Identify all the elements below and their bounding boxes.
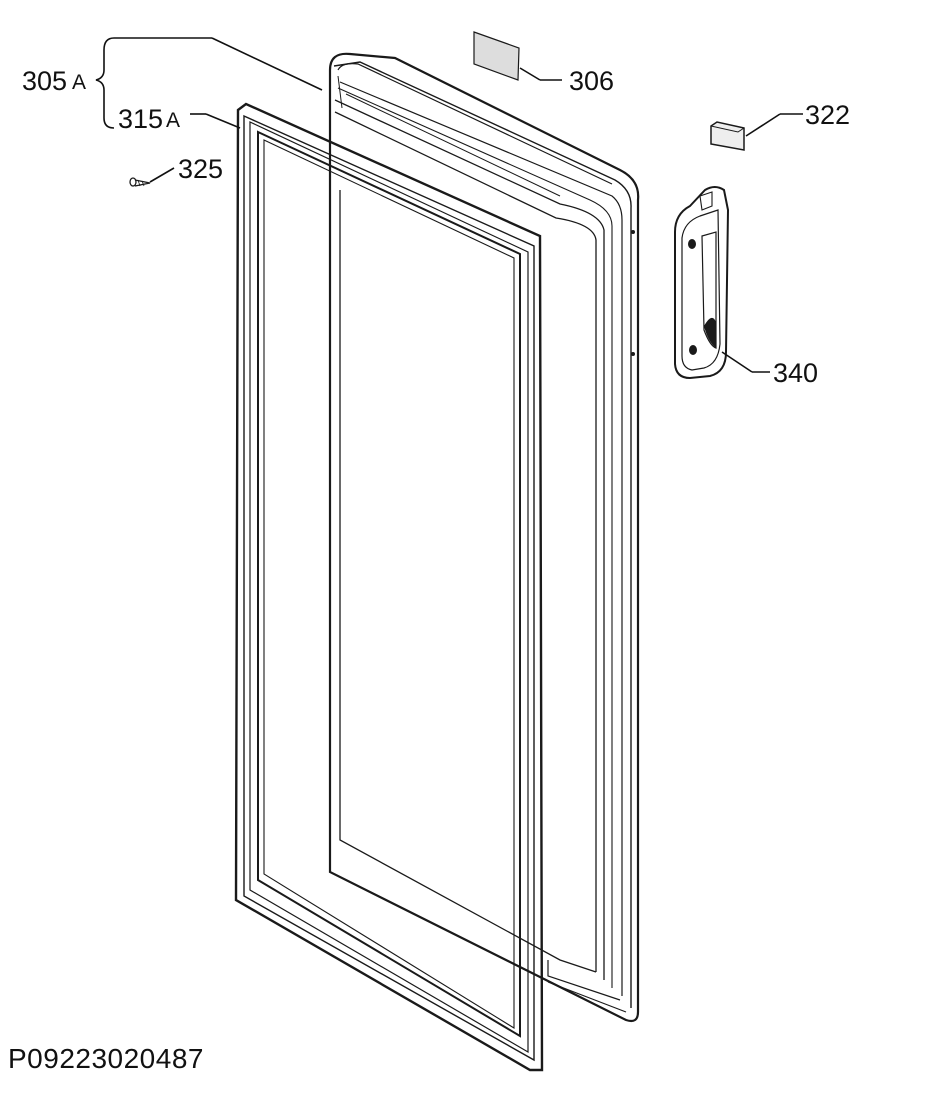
end-cap <box>710 113 803 151</box>
door-panel <box>328 52 640 1023</box>
label-325: 325 <box>178 154 223 184</box>
part-labels: 305 A 315 A 306 322 325 340 <box>22 66 850 388</box>
label-315a-main: 315 <box>118 104 163 134</box>
label-305a-suffix: A <box>72 71 86 94</box>
label-340: 340 <box>773 358 818 388</box>
label-315a-suffix: A <box>166 109 180 132</box>
callout-bracket <box>95 37 323 129</box>
label-306: 306 <box>569 66 614 96</box>
label-plate <box>473 31 562 81</box>
door-handle <box>674 186 770 380</box>
label-322: 322 <box>805 100 850 130</box>
drawing-code: P09223020487 <box>8 1043 204 1074</box>
screw <box>129 167 175 187</box>
label-305a-main: 305 <box>22 66 67 96</box>
door-gasket <box>234 102 544 1072</box>
